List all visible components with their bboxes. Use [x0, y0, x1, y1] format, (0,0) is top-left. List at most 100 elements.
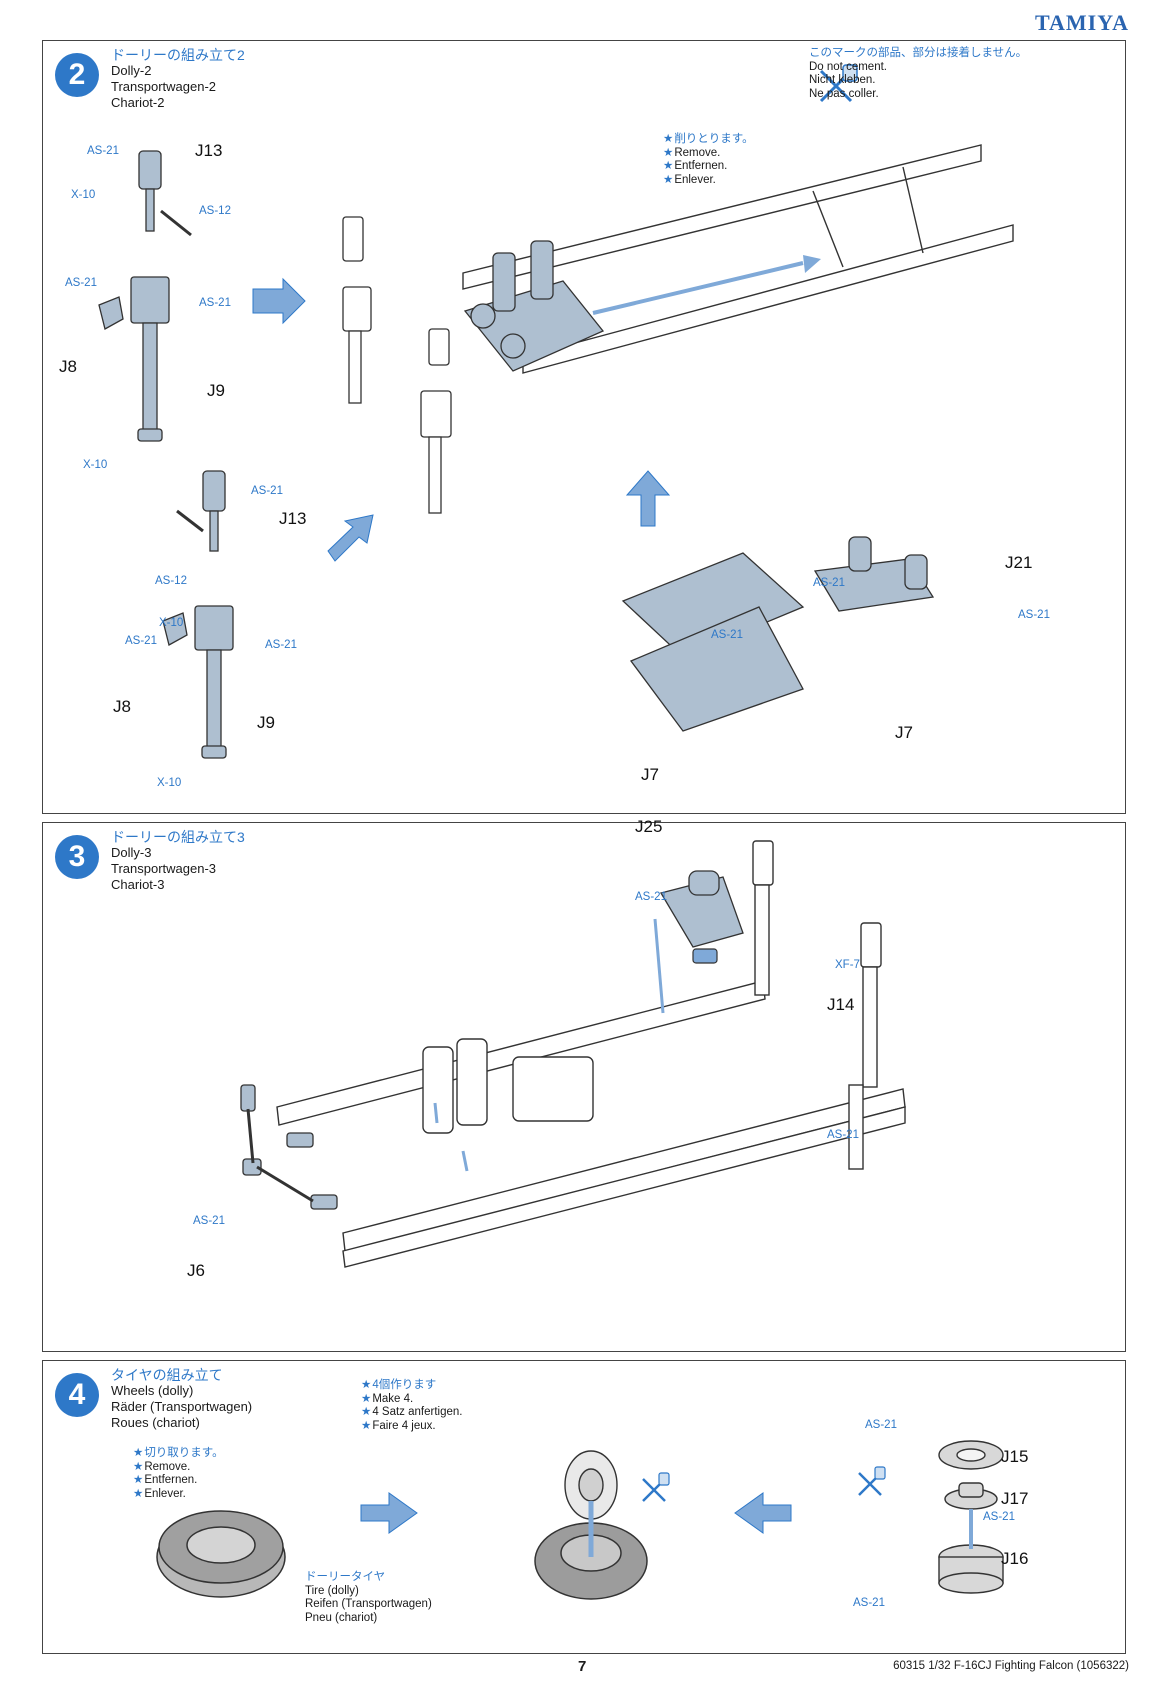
- star-icon: ★: [361, 1379, 372, 1391]
- assembly-arrow: [252, 277, 671, 562]
- product-code: 60315 1/32 F-16CJ Fighting Falcon (10563…: [893, 1660, 1129, 1672]
- assembly-arrow: [360, 1492, 792, 1534]
- no-cement-de: Nicht kleben.: [809, 74, 876, 86]
- j14-part: [692, 948, 718, 964]
- part-label: AS-12: [199, 205, 231, 217]
- no-cement-icon: [642, 1472, 670, 1502]
- step-title-jp: ドーリーの組み立て2: [111, 47, 245, 63]
- step-2-illustration: [98, 64, 1014, 759]
- step-title-en: Dolly-2: [111, 63, 152, 78]
- j6-linkage: [240, 1084, 338, 1210]
- part-label: J9: [207, 381, 225, 400]
- star-icon: ★: [663, 146, 674, 159]
- part-label: XF-7: [835, 959, 860, 971]
- star-icon: ★: [133, 1447, 144, 1459]
- part-label: X-10: [83, 459, 108, 471]
- part-label: J16: [1001, 1549, 1029, 1568]
- remove-note: ★削りとります。 ★Remove. ★Entfernen. ★Enlever.: [663, 133, 754, 187]
- remove-jp: 削りとります。: [674, 133, 754, 145]
- part-label: AS-21: [711, 629, 743, 641]
- tire-icon: [156, 1510, 286, 1598]
- cut-de: Entfernen.: [144, 1474, 198, 1486]
- part-label: AS-21: [193, 1215, 225, 1227]
- part-label: X-10: [159, 617, 184, 629]
- star-icon: ★: [133, 1460, 144, 1473]
- step-title-jp: タイヤの組み立て: [111, 1367, 223, 1383]
- part-label: J7: [895, 723, 913, 742]
- step-title-jp: ドーリーの組み立て3: [111, 829, 245, 845]
- part-label: J9: [257, 713, 275, 732]
- remove-en: Remove.: [674, 146, 721, 159]
- part-label: J14: [827, 995, 855, 1014]
- step-3-illustration: [240, 840, 906, 1268]
- no-cement-fr: Ne pas coller.: [809, 87, 879, 100]
- part-label: AS-21: [853, 1597, 885, 1609]
- step-title-fr: Roues (chariot): [111, 1415, 200, 1430]
- part-label: AS-21: [865, 1419, 897, 1431]
- step-title-fr: Chariot-2: [111, 95, 165, 110]
- step-title: タイヤの組み立て Wheels (dolly) Räder (Transport…: [111, 1367, 252, 1431]
- dolly-crossmember: [621, 536, 935, 732]
- part-label: AS-21: [87, 145, 119, 157]
- star-icon: ★: [361, 1406, 372, 1418]
- assembly-arrow: [803, 255, 821, 273]
- star-icon: ★: [663, 173, 674, 186]
- step-4-panel: 4 タイヤの組み立て Wheels (dolly) Räder (Transpo…: [42, 1360, 1126, 1654]
- step-title-fr: Chariot-3: [111, 877, 165, 892]
- part-label: AS-21: [199, 297, 231, 309]
- part-label: J13: [279, 509, 307, 528]
- tire-fr: Pneu (chariot): [305, 1611, 378, 1624]
- dolly-saddle: [463, 240, 605, 372]
- part-label: AS-21: [251, 485, 283, 497]
- star-icon: ★: [133, 1474, 144, 1486]
- tire-en: Tire (dolly): [305, 1584, 359, 1597]
- remove-de: Entfernen.: [674, 160, 728, 172]
- part-label: J6: [187, 1261, 205, 1280]
- step-title: ドーリーの組み立て3 Dolly-3 Transportwagen-3 Char…: [111, 829, 245, 893]
- no-cement-jp: このマークの部品、部分は接着しません。: [809, 47, 1028, 59]
- tire-de: Reifen (Transportwagen): [305, 1598, 432, 1610]
- part-label: AS-21: [1018, 609, 1050, 621]
- part-label: J8: [59, 357, 77, 376]
- tire-note: ドーリータイヤ Tire (dolly) Reifen (Transportwa…: [305, 1571, 432, 1625]
- part-label: AS-21: [827, 1129, 859, 1141]
- make-four-note: ★4個作ります ★Make 4. ★4 Satz anfertigen. ★Fa…: [361, 1379, 462, 1433]
- step-3-panel: 3 ドーリーの組み立て3 Dolly-3 Transportwagen-3 Ch…: [42, 817, 1126, 1352]
- tire-jp: ドーリータイヤ: [305, 1571, 386, 1583]
- step-4-illustration: [156, 1440, 1004, 1600]
- dolly-frame-rails: [462, 144, 1014, 374]
- hub-parts: [938, 1440, 1004, 1594]
- make4-de: 4 Satz anfertigen.: [372, 1406, 463, 1418]
- star-icon: ★: [133, 1487, 144, 1500]
- part-label: AS-21: [983, 1511, 1015, 1523]
- star-icon: ★: [361, 1419, 372, 1432]
- part-label: J17: [1001, 1489, 1029, 1508]
- part-label: AS-21: [265, 639, 297, 651]
- step-title-de: Transportwagen-3: [111, 861, 217, 876]
- make4-en: Make 4.: [372, 1392, 414, 1405]
- dolly-leg-upper: [98, 150, 192, 442]
- page-number: 7: [578, 1658, 587, 1675]
- wheel-rim-icon: [564, 1450, 618, 1520]
- step-title: ドーリーの組み立て2 Dolly-2 Transportwagen-2 Char…: [111, 47, 245, 111]
- dolly-frame-rails: [276, 840, 906, 1268]
- no-cement-note: このマークの部品、部分は接着しません。 Do not cement. Nicht…: [809, 47, 1027, 101]
- make4-fr: Faire 4 jeux.: [372, 1419, 436, 1432]
- part-label: J7: [641, 765, 659, 784]
- part-label: X-10: [157, 777, 182, 789]
- remove-fr: Enlever.: [674, 173, 716, 186]
- assembly-arrow: [433, 918, 665, 1172]
- part-label: AS-21: [635, 891, 667, 903]
- step-number: 3: [55, 835, 99, 879]
- dolly-leg-parts: [342, 216, 452, 514]
- part-label: J15: [1001, 1447, 1029, 1466]
- cut-fr: Enlever.: [144, 1487, 186, 1500]
- part-label: AS-12: [155, 575, 187, 587]
- step-title-de: Transportwagen-2: [111, 79, 217, 94]
- step-2-panel: 2 ドーリーの組み立て2 Dolly-2 Transportwagen-2 Ch…: [42, 40, 1126, 814]
- dolly-leg-lower: [162, 470, 234, 759]
- tamiya-logo: TAMIYA: [1034, 10, 1129, 35]
- step-title-de: Räder (Transportwagen): [111, 1399, 253, 1414]
- part-label: AS-21: [125, 635, 157, 647]
- step-number: 4: [55, 1373, 99, 1417]
